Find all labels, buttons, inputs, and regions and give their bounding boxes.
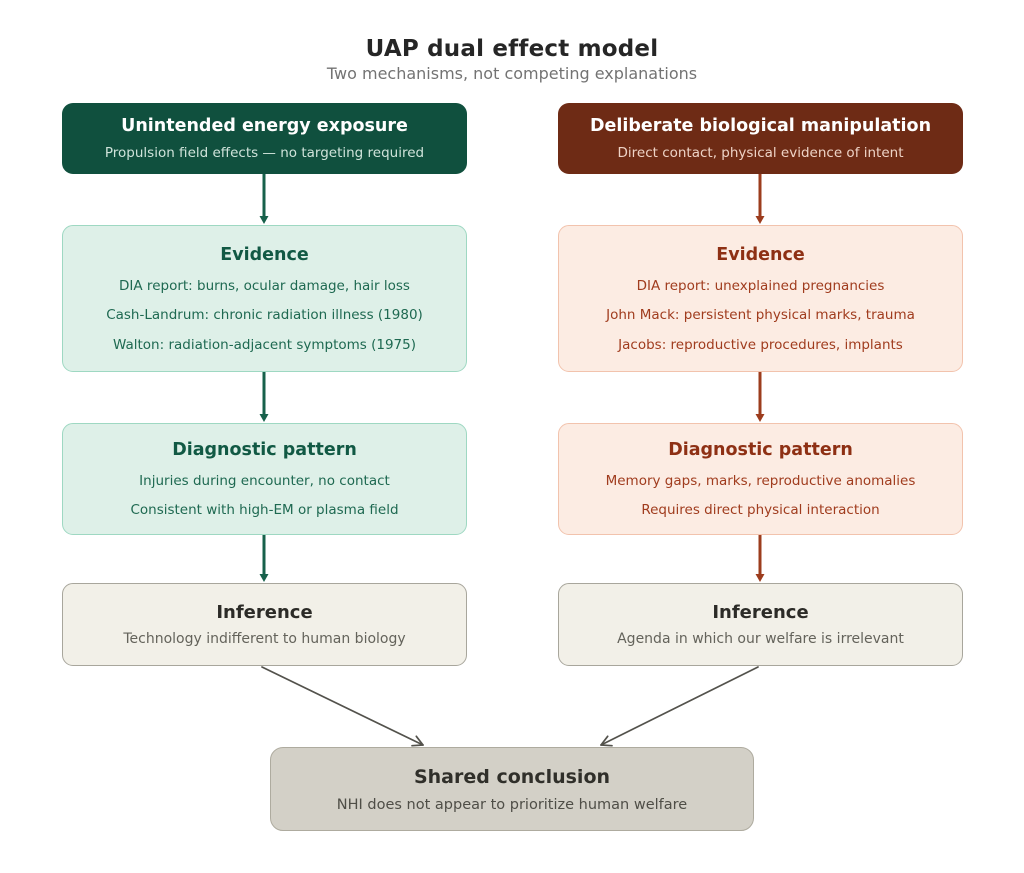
diagram-subtitle: Two mechanisms, not competing explanatio… (326, 64, 698, 83)
left-evidence-heading: Evidence (220, 244, 309, 265)
right-evidence-items: DIA report: unexplained pregnancies John… (606, 278, 915, 353)
diagram-title: UAP dual effect model (365, 36, 659, 62)
right-inference-text: Agenda in which our welfare is irrelevan… (617, 631, 904, 647)
diagnostic-item: Memory gaps, marks, reproductive anomali… (605, 472, 916, 489)
left-header-box: Unintended energy exposure Propulsion fi… (62, 103, 467, 174)
evidence-item: John Mack: persistent physical marks, tr… (606, 307, 915, 323)
left-evidence-box: Evidence DIA report: burns, ocular damag… (62, 225, 467, 372)
right-diagnostic-box: Diagnostic pattern Memory gaps, marks, r… (558, 423, 963, 535)
evidence-item: DIA report: burns, ocular damage, hair l… (119, 277, 410, 294)
shared-conclusion-box: Shared conclusion NHI does not appear to… (270, 747, 754, 831)
conclusion-heading: Shared conclusion (413, 765, 611, 788)
left-inference-heading: Inference (216, 602, 313, 623)
diagnostic-item: Injuries during encounter, no contact (139, 472, 390, 489)
right-diagnostic-heading: Diagnostic pattern (668, 439, 853, 460)
left-header-title: Unintended energy exposure (121, 116, 408, 136)
right-header-title: Deliberate biological manipulation (589, 116, 932, 136)
evidence-item: Walton: radiation-adjacent symptoms (197… (113, 336, 416, 353)
left-inference-box: Inference Technology indifferent to huma… (62, 583, 467, 666)
right-header-subtitle: Direct contact, physical evidence of int… (617, 145, 904, 161)
right-header-box: Deliberate biological manipulation Direc… (558, 103, 963, 174)
left-diagnostic-heading: Diagnostic pattern (172, 439, 357, 460)
right-diagnostic-items: Memory gaps, marks, reproductive anomali… (606, 473, 916, 519)
left-header-subtitle: Propulsion field effects — no targeting … (104, 145, 425, 161)
left-evidence-items: DIA report: burns, ocular damage, hair l… (106, 278, 423, 353)
diagnostic-item: Consistent with high-EM or plasma field (130, 502, 399, 519)
evidence-item: Cash-Landrum: chronic radiation illness … (106, 307, 423, 323)
left-diagnostic-items: Injuries during encounter, no contact Co… (130, 473, 398, 519)
evidence-item: DIA report: unexplained pregnancies (636, 277, 885, 294)
convergence-arrows (261, 666, 759, 747)
right-evidence-heading: Evidence (716, 244, 805, 265)
left-inference-text: Technology indifferent to human biology (123, 631, 406, 647)
right-inference-heading: Inference (712, 602, 809, 623)
right-inference-box: Inference Agenda in which our welfare is… (558, 583, 963, 666)
conclusion-text: NHI does not appear to prioritize human … (336, 796, 688, 813)
left-diagnostic-box: Diagnostic pattern Injuries during encou… (62, 423, 467, 535)
right-evidence-box: Evidence DIA report: unexplained pregnan… (558, 225, 963, 372)
evidence-item: Jacobs: reproductive procedures, implant… (618, 336, 903, 353)
diagnostic-item: Requires direct physical interaction (641, 502, 880, 519)
